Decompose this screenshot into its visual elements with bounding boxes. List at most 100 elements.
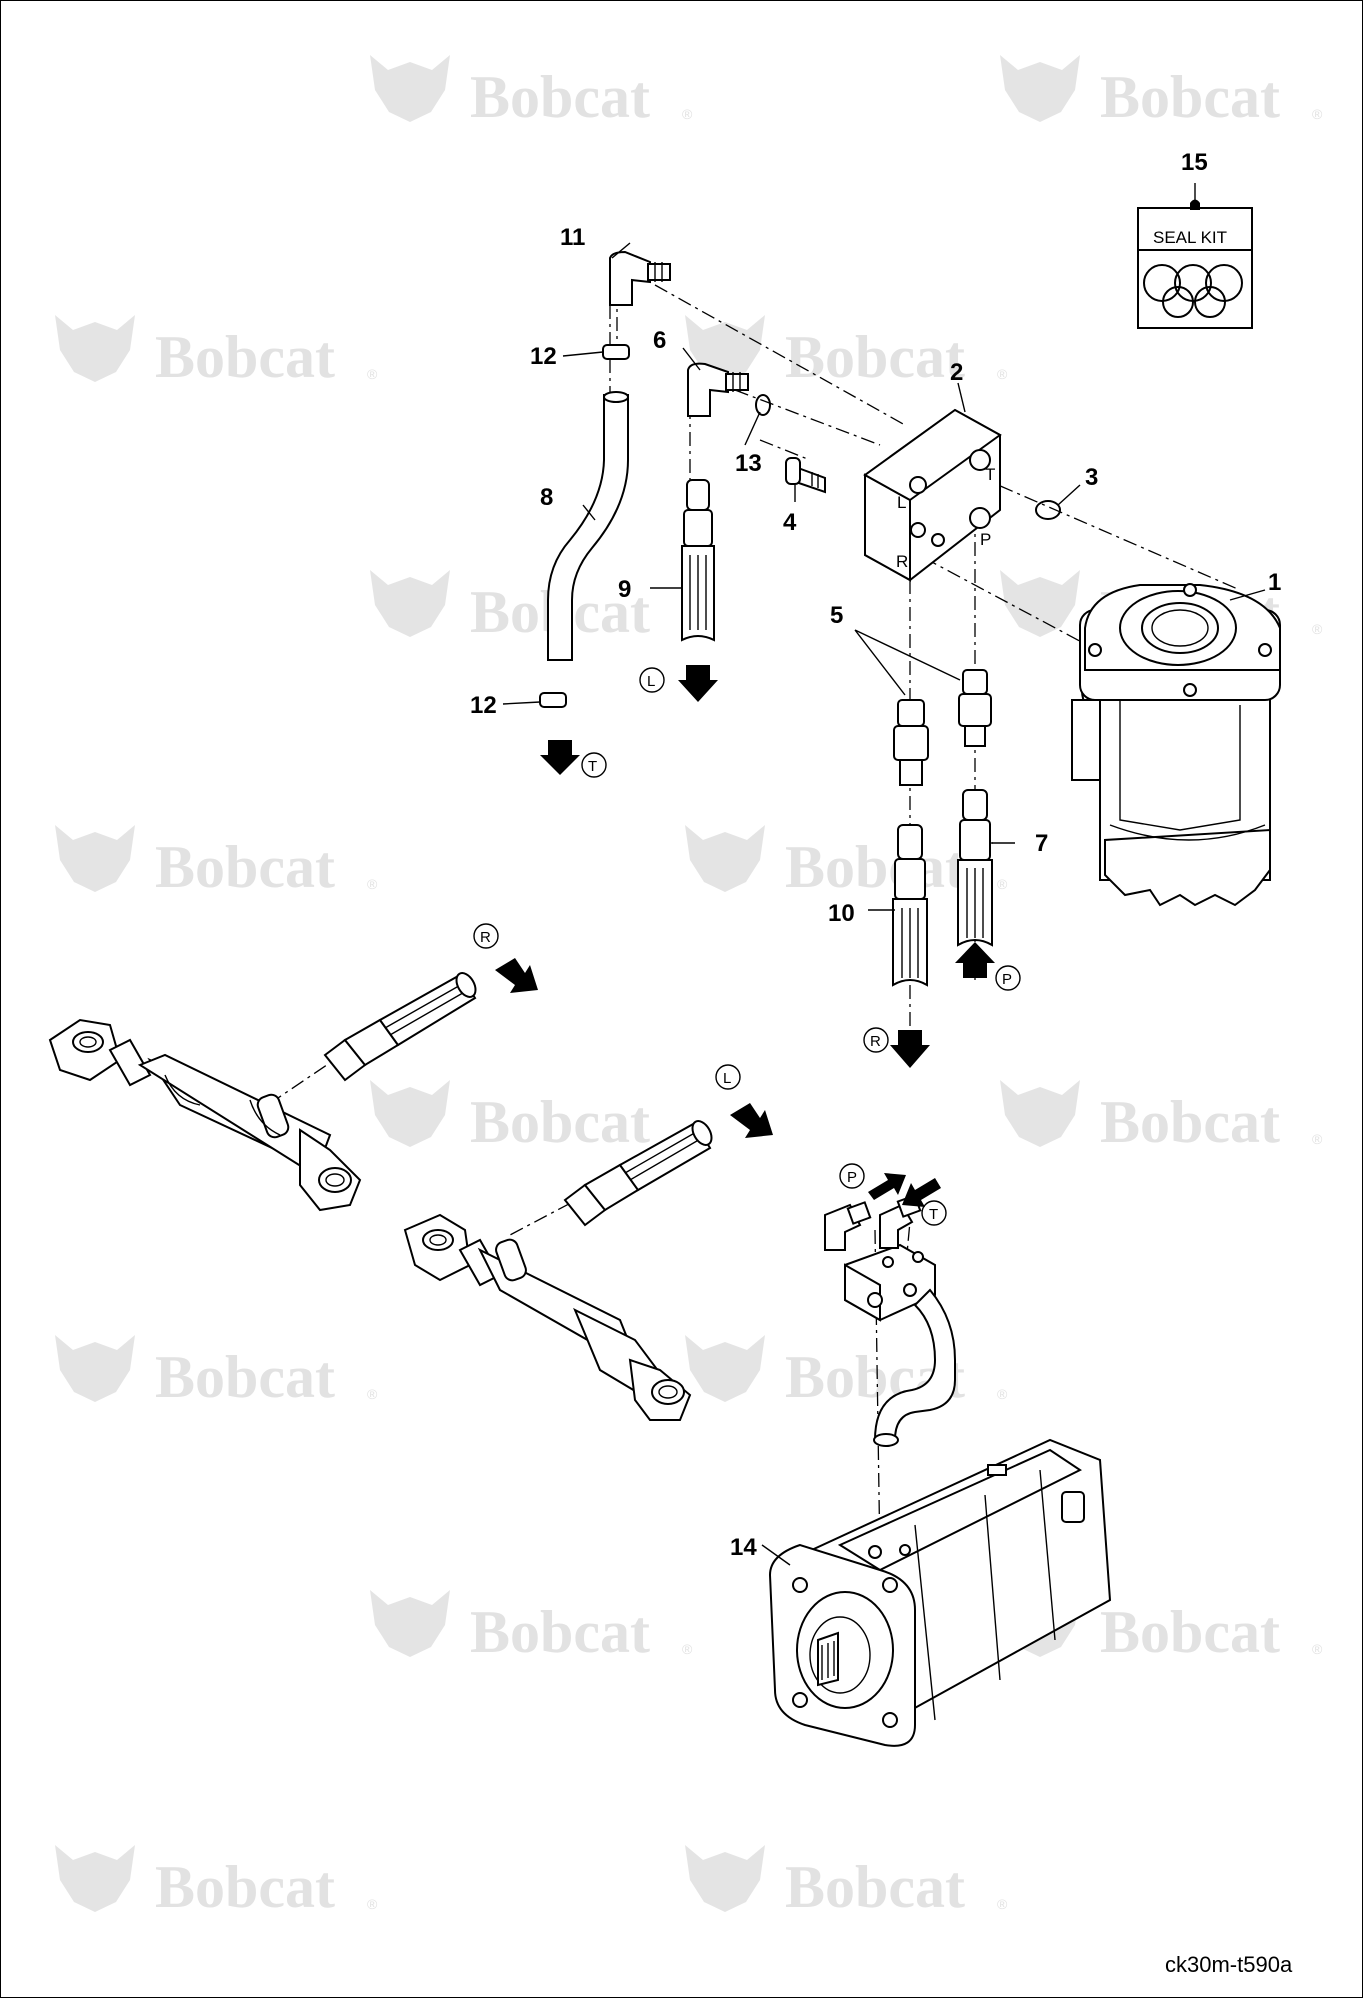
drawing-reference: ck30m-t590a	[1165, 1952, 1293, 1977]
port-label-T: T	[985, 465, 995, 484]
flow-label: R	[870, 1033, 881, 1050]
flow-arrow-L-right: L	[715, 1064, 773, 1138]
hydraulic-pump-14	[768, 1438, 1112, 1747]
bolt-4	[785, 457, 826, 494]
watermark-text: Bobcat	[155, 1854, 335, 1920]
watermark-7: Bobcat ®	[55, 825, 378, 900]
watermark-mark: ®	[1312, 1641, 1323, 1657]
flow-label: P	[847, 1169, 857, 1186]
callout-15: 15	[1181, 149, 1208, 176]
hose-9	[681, 479, 715, 642]
callout-6: 6	[653, 327, 666, 354]
hose-10	[892, 824, 928, 987]
watermark-12: Bobcat ®	[685, 1335, 1008, 1410]
watermark-text: Bobcat	[470, 1599, 650, 1665]
watermark-text: Bobcat	[785, 834, 965, 900]
watermark-text: Bobcat	[1100, 64, 1280, 130]
callout-13: 13	[735, 450, 762, 477]
watermark-15: Bobcat ®	[55, 1845, 378, 1920]
flow-label: R	[480, 929, 491, 946]
watermark-text: Bobcat	[785, 1854, 965, 1920]
watermark-10: Bobcat ®	[1000, 1080, 1323, 1155]
watermark-5: Bobcat ®	[370, 570, 693, 645]
clamp-12-lower	[539, 692, 567, 708]
watermark-mark: ®	[1312, 621, 1323, 637]
flow-label: L	[647, 673, 655, 690]
steering-cylinder-left	[48, 1018, 362, 1212]
watermark-mark: ®	[997, 1896, 1008, 1912]
watermark-mark: ®	[1312, 1131, 1323, 1147]
flow-arrow-P-pump: P	[839, 1163, 906, 1200]
watermark-mark: ®	[367, 366, 378, 382]
flow-arrow-T-pump: T	[902, 1178, 947, 1226]
adapter-5-left	[893, 699, 929, 786]
flow-label: T	[929, 1206, 938, 1223]
flow-arrow-R-down: R	[863, 1027, 930, 1068]
watermark-9: Bobcat ®	[370, 1080, 693, 1155]
watermark-2: Bobcat ®	[1000, 55, 1323, 130]
callout-4: 4	[783, 509, 797, 536]
flow-label: T	[588, 758, 597, 775]
hose-7	[957, 789, 993, 947]
callout-2: 2	[950, 359, 963, 386]
watermark-text: Bobcat	[155, 324, 335, 390]
adapter-block: T L P R	[863, 408, 1002, 582]
flow-arrow-L-down: L	[639, 665, 718, 702]
flow-label: P	[1002, 971, 1012, 988]
flow-label: L	[723, 1070, 731, 1087]
watermark-3: Bobcat ®	[55, 315, 378, 390]
watermark-text: Bobcat	[470, 1089, 650, 1155]
callout-3: 3	[1085, 464, 1098, 491]
watermark-text: Bobcat	[785, 324, 965, 390]
callout-8: 8	[540, 484, 553, 511]
callout-12-lower: 12	[470, 692, 497, 719]
callout-14: 14	[730, 1534, 757, 1561]
callout-11: 11	[560, 224, 585, 251]
watermark-mark: ®	[997, 1386, 1008, 1402]
elbow-fitting-11	[609, 250, 671, 306]
watermark-mark: ®	[682, 1641, 693, 1657]
cylinder-hose-right	[563, 1120, 713, 1227]
callout-numbers: 1 2 3 4 5 6 7 8 9 10 11 12 12 13 14 15	[470, 149, 1281, 1561]
watermark-mark: ®	[367, 876, 378, 892]
flow-arrow-P-up: P	[955, 942, 1021, 991]
flow-arrow-T-down: T	[540, 740, 607, 778]
watermark-layer: Bobcat ® Bobcat ® Bobcat ® Bobcat ® Bobc…	[55, 55, 1323, 1920]
callout-7: 7	[1035, 830, 1048, 857]
callout-12-upper: 12	[530, 343, 557, 370]
watermark-11: Bobcat ®	[55, 1335, 378, 1410]
hose-8-end	[603, 391, 629, 403]
callout-5: 5	[830, 602, 843, 629]
seal-kit-15: SEAL KIT	[1137, 199, 1253, 329]
watermark-mark: ®	[367, 1896, 378, 1912]
seal-kit-label: SEAL KIT	[1153, 228, 1227, 247]
steering-cylinder-right	[403, 1213, 692, 1421]
watermark-16: Bobcat ®	[685, 1845, 1008, 1920]
watermark-mark: ®	[997, 366, 1008, 382]
port-label-P: P	[980, 530, 991, 549]
pump-elbow-left	[824, 1201, 872, 1251]
clamp-12-upper	[602, 344, 630, 360]
elbow-fitting-6	[687, 362, 749, 417]
watermark-mark: ®	[997, 876, 1008, 892]
port-label-R: R	[896, 552, 908, 571]
watermark-mark: ®	[682, 106, 693, 122]
callout-1: 1	[1268, 569, 1281, 596]
watermark-1: Bobcat ®	[370, 55, 693, 130]
watermark-text: Bobcat	[1100, 1599, 1280, 1665]
callout-9: 9	[618, 576, 631, 603]
watermark-mark: ®	[367, 1386, 378, 1402]
steering-unit	[1071, 583, 1281, 907]
o-ring-13	[755, 394, 771, 416]
o-ring-3	[1035, 500, 1061, 520]
watermark-text: Bobcat	[155, 834, 335, 900]
port-label-L: L	[897, 493, 906, 512]
watermark-mark: ®	[1312, 106, 1323, 122]
watermark-text: Bobcat	[155, 1344, 335, 1410]
leader-lines	[502, 183, 1266, 1566]
adapter-5-right	[958, 669, 992, 747]
watermark-13: Bobcat ®	[370, 1590, 693, 1665]
watermark-text: Bobcat	[1100, 1089, 1280, 1155]
pump-manifold	[844, 1243, 956, 1447]
